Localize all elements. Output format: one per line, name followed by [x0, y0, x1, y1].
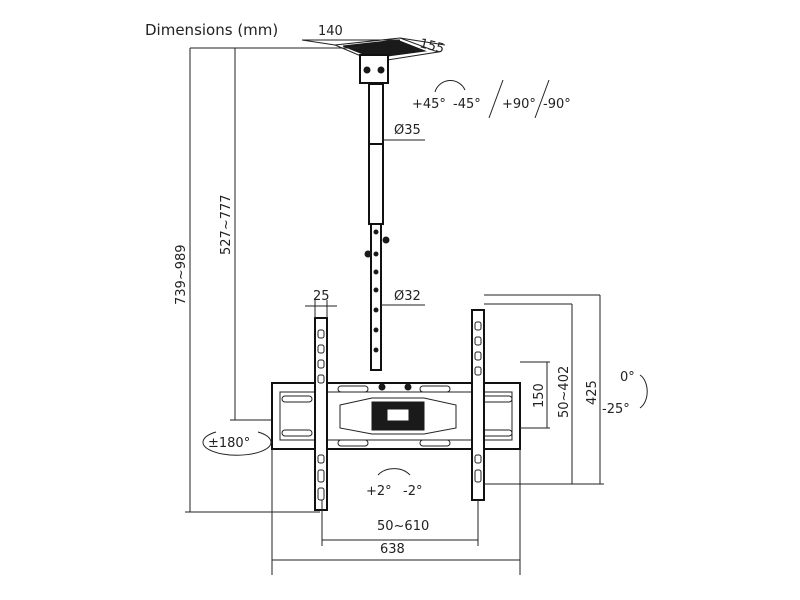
swivel-arc-icon: [434, 80, 466, 93]
left-arm: [314, 317, 328, 511]
swivel-right-label: -45°: [453, 97, 481, 112]
pole: [364, 83, 390, 371]
ceiling-plate: [333, 37, 440, 84]
level-arc-icon: [377, 468, 411, 476]
plate-depth-label: 155: [418, 36, 446, 57]
right-height-dimensions: [484, 294, 604, 485]
level-minus-label: -2°: [403, 484, 422, 499]
slash-divider-1: [488, 79, 504, 119]
total-height-label: 739~989: [174, 244, 189, 305]
portrait-minus-label: -90°: [543, 97, 571, 112]
portrait-plus-label: +90°: [502, 97, 536, 112]
arm-width-dimension: [305, 300, 337, 318]
plate-dimension-lines: [301, 37, 446, 46]
diagram-title: Dimensions (mm): [145, 21, 278, 39]
pole-lower-diameter-label: Ø32: [394, 289, 421, 304]
tilt-down-label: -25°: [602, 402, 630, 417]
arm-width-label: 25: [313, 289, 330, 304]
level-plus-label: +2°: [366, 484, 392, 499]
right-arm: [471, 309, 485, 501]
rotate-label: ±180°: [208, 436, 250, 451]
tilt-zero-label: 0°: [620, 370, 635, 385]
vesa-vertical-label: 150: [532, 383, 547, 408]
plate-width-label: 140: [318, 24, 343, 39]
arm-height-max-label: 425: [585, 380, 600, 405]
tilt-arc-icon: [639, 374, 648, 409]
slash-divider-2: [534, 79, 550, 119]
rotate-arc-icon: [202, 431, 272, 456]
pole-upper-diameter-label: Ø35: [394, 123, 421, 138]
arm-height-range-label: 50~402: [557, 366, 572, 418]
frame-width-label: 638: [380, 542, 405, 557]
swivel-left-label: +45°: [412, 97, 446, 112]
bottom-width-dimensions: [271, 449, 521, 575]
vesa-horizontal-label: 50~610: [377, 519, 429, 534]
drop-height-label: 527~777: [219, 194, 234, 255]
